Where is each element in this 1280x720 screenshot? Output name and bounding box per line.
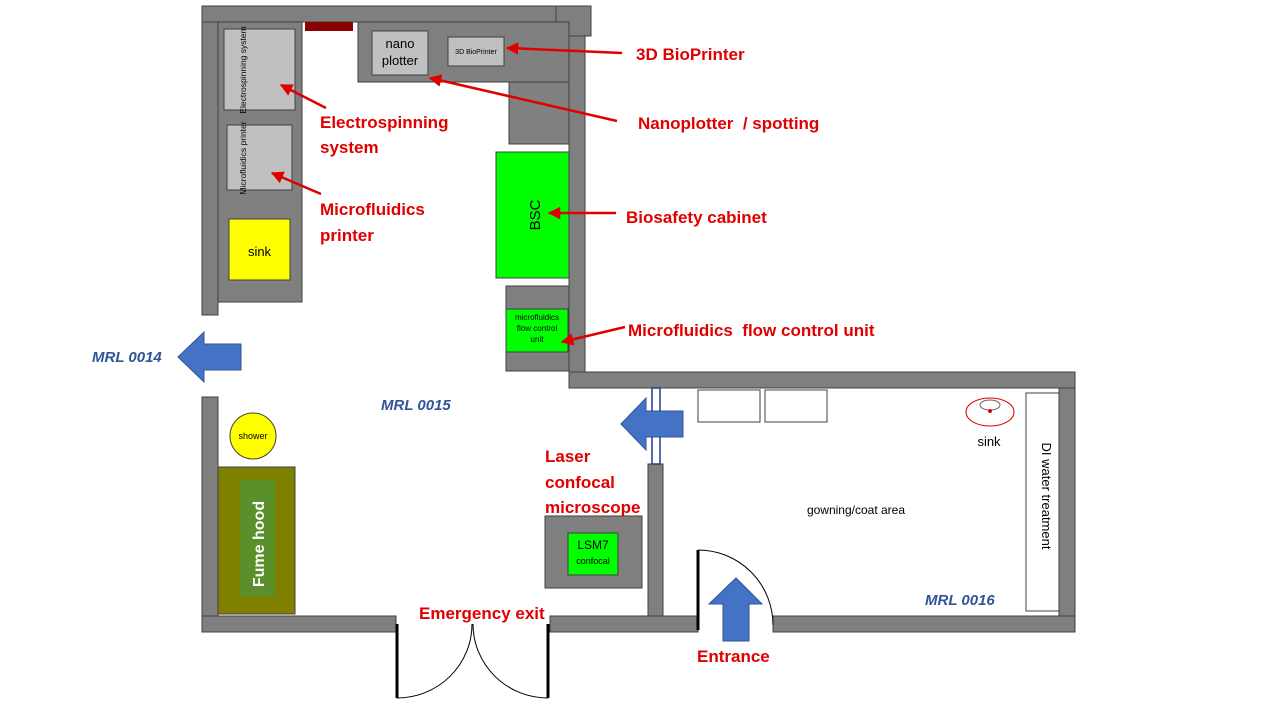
callout-emergency-exit: Emergency exit <box>419 604 545 623</box>
counter-2 <box>764 389 828 423</box>
safety-shower[interactable] <box>229 412 277 460</box>
sink-left[interactable] <box>228 218 291 281</box>
electrospinning-pointer <box>279 83 327 110</box>
callout-flow-unit: Microfluidics flow control unit <box>628 321 875 340</box>
nanoplotter-label-1: nano <box>386 36 415 51</box>
wall-far-right <box>1058 387 1076 617</box>
wall-left-upper <box>201 21 219 316</box>
wall-mid-horizontal <box>568 371 1076 389</box>
callout-entrance: Entrance <box>697 647 770 666</box>
microfluidics-printer-label: Microfluidics printer <box>238 121 248 194</box>
wall-left-lower <box>201 396 219 617</box>
sink-right-label: sink <box>977 434 1001 449</box>
lsm7-label-1: LSM7 <box>577 538 609 552</box>
room-label-mrl0015: MRL 0015 <box>381 397 451 414</box>
callout-biosafety: Biosafety cabinet <box>626 208 767 227</box>
callout-confocal-2: confocal <box>545 473 615 492</box>
door-arrow-to-mrl0015 <box>620 396 684 452</box>
wall-bottom-right <box>772 615 1076 633</box>
flow-unit-label-1: microfluidics <box>515 313 559 322</box>
di-water-label: DI water treatment <box>1039 443 1054 550</box>
callout-confocal-1: Laser <box>545 447 591 466</box>
sink-right[interactable] <box>965 397 1015 427</box>
wall-partition <box>647 463 664 617</box>
room-label-mrl0016: MRL 0016 <box>925 592 995 609</box>
gowning-area-label: gowning/coat area <box>807 503 905 517</box>
callout-confocal-3: microscope <box>545 498 640 517</box>
electrospinning-system[interactable] <box>223 28 296 111</box>
wall-bottom-left <box>201 615 397 633</box>
microfluidics-printer[interactable] <box>226 124 293 191</box>
lsm7-confocal[interactable] <box>567 532 619 576</box>
bioprinter-pointer <box>505 42 623 55</box>
nanoplotter[interactable] <box>371 30 429 76</box>
flow-control-unit[interactable] <box>505 308 569 353</box>
bsc-label: BSC <box>527 199 544 230</box>
bench-right-upper <box>508 81 570 145</box>
di-water-treatment[interactable] <box>1025 392 1060 612</box>
flow-unit-label-3: unit <box>531 335 545 344</box>
wall-bottom-mid <box>549 615 699 633</box>
nanoplotter-label-2: plotter <box>382 53 419 68</box>
electrospinning-label: Electrospinning system <box>238 26 248 113</box>
entrance-door[interactable] <box>696 549 774 630</box>
microfluidics-printer-pointer <box>270 171 322 196</box>
exit-arrow-to-mrl0014 <box>177 330 242 384</box>
callout-microfluidics-printer-1: Microfluidics <box>320 200 425 219</box>
counter-1 <box>697 389 761 423</box>
callout-electrospinning-1: Electrospinning <box>320 113 448 132</box>
shower-label: shower <box>238 431 267 441</box>
bioprinter[interactable] <box>447 36 505 67</box>
fume-hood-label: Fume hood <box>251 501 268 587</box>
fume-hood-sash <box>240 480 275 596</box>
walls <box>201 5 1076 633</box>
wall-right-upper <box>568 35 586 373</box>
bioprinter-label: 3D BioPrinter <box>455 49 497 56</box>
wall-top <box>201 5 590 23</box>
callout-bioprinter: 3D BioPrinter <box>636 45 745 64</box>
wall-mounted-unit <box>305 22 353 31</box>
callout-nanoplotter: Nanoplotter / spotting <box>638 114 819 133</box>
emergency-exit-doors[interactable] <box>395 623 550 699</box>
lsm7-label-2: confocal <box>576 556 610 566</box>
callout-electrospinning-2: system <box>320 138 379 157</box>
flow-unit-label-2: flow control <box>517 324 558 333</box>
nanoplotter-pointer <box>428 74 618 123</box>
room-label-mrl0014: MRL 0014 <box>92 349 162 366</box>
sink-left-label: sink <box>248 244 272 259</box>
callout-microfluidics-printer-2: printer <box>320 226 374 245</box>
flow-unit-pointer <box>560 325 626 346</box>
entrance-arrow <box>707 577 764 642</box>
